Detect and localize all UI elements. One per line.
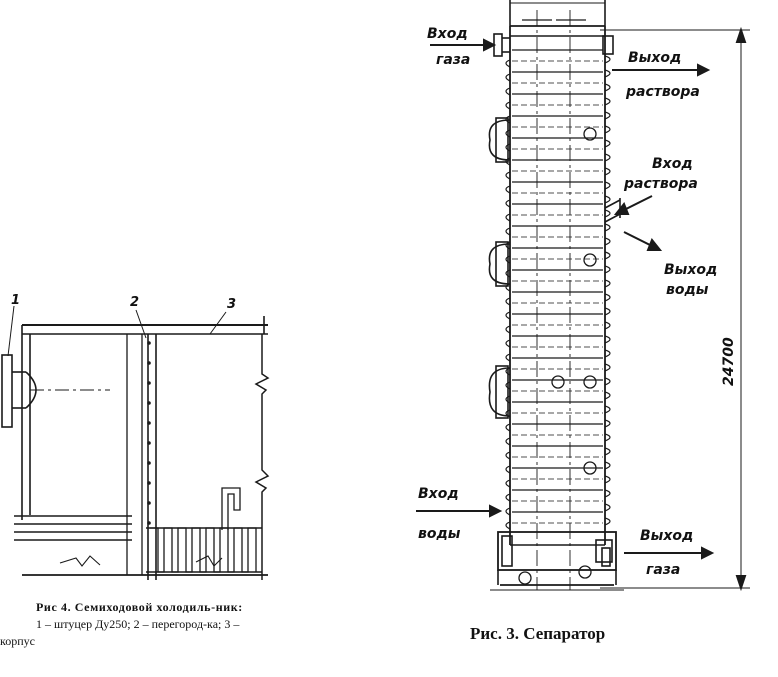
label-gas-in-2: газа: [436, 52, 470, 68]
separator-trays: [512, 49, 603, 524]
figure4-caption-title: Рис 4. Семиходовой холодиль-ник:: [36, 600, 243, 614]
cooler-drawing: [1, 316, 270, 580]
flow-arrows: [416, 26, 747, 592]
nozzle-flange: [1, 354, 13, 428]
figure4-caption: Рис 4. Семиходовой холодиль-ник: 1 – шту…: [0, 599, 266, 650]
label-solution-in-2: раствора: [623, 176, 698, 192]
label-gas-in-1: Вход: [427, 26, 468, 42]
label-1: 1: [11, 293, 20, 308]
label-water-in-1: Вход: [418, 486, 459, 502]
label-solution-out-2: раствора: [625, 84, 700, 100]
partition-baffle: [126, 334, 157, 580]
figure3-caption: Рис. 3. Сепаратор: [470, 624, 606, 643]
label-water-out-1: Выход: [664, 262, 717, 278]
label-water-out-2: воды: [666, 282, 709, 298]
height-dimension: 24700: [721, 337, 737, 386]
separator-side-fins: [505, 55, 611, 530]
cooler-leaders: [7, 305, 227, 357]
bellows-compensator: [146, 527, 262, 573]
figure4-caption-body: 1 – штуцер Ду250; 2 – перегород-ка; 3 – …: [0, 617, 240, 648]
label-solution-out-1: Выход: [628, 50, 681, 66]
label-solution-in-1: Вход: [652, 156, 693, 172]
label-2: 2: [130, 295, 139, 310]
label-gas-out-1: Выход: [640, 528, 693, 544]
label-water-in-2: воды: [418, 526, 461, 542]
separator-ports: [518, 127, 597, 585]
separator-drawing: [488, 0, 750, 591]
partition-bolts: [147, 341, 151, 525]
label-gas-out-2: газа: [646, 562, 680, 578]
label-3: 3: [227, 297, 236, 312]
